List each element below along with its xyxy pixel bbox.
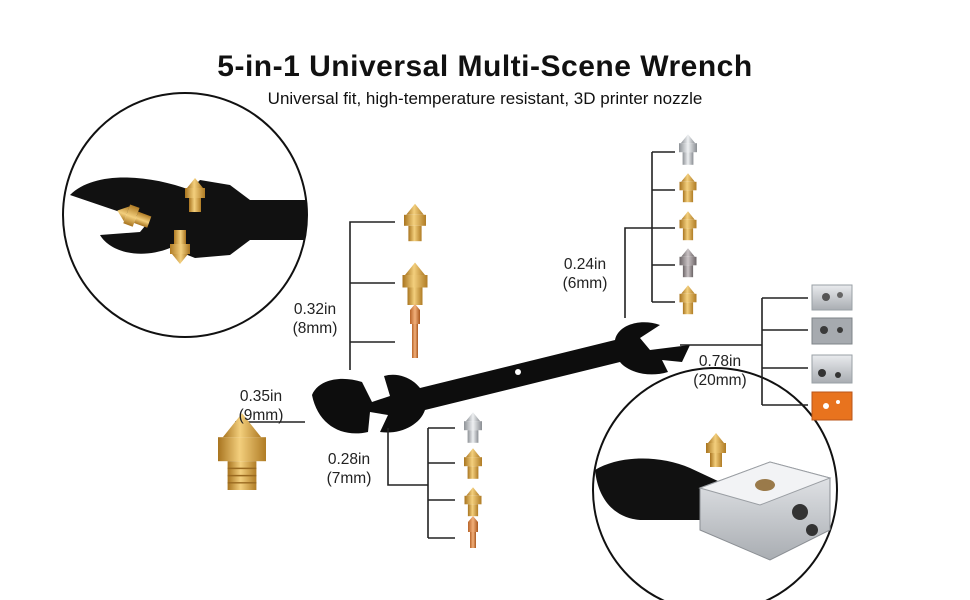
size-label-9mm-mm: (9mm) [238,407,284,424]
nozzle-group-8mm [402,203,428,358]
zoom-circle-right [592,367,838,600]
page-title: 5-in-1 Universal Multi-Scene Wrench [217,50,753,83]
size-label-8mm: 0.32in (8mm) [282,300,348,338]
size-label-9mm: 0.35in (9mm) [228,387,294,425]
size-label-8mm-inch: 0.32in [293,301,337,318]
size-label-20mm-mm: (20mm) [693,372,747,389]
nozzle-group-7mm [464,412,482,548]
size-label-7mm-mm: (7mm) [326,470,372,487]
size-label-20mm: 0.78in (20mm) [682,352,758,390]
heater-block-group-20mm [811,284,853,421]
size-label-6mm: 0.24in (6mm) [552,255,618,293]
size-label-7mm-inch: 0.28in [327,451,371,468]
bracket-lines [235,151,808,539]
size-label-8mm-mm: (8mm) [292,320,338,337]
wrench [312,322,690,434]
nozzle-group-6mm [679,134,697,315]
size-label-20mm-inch: 0.78in [698,353,742,370]
size-label-6mm-mm: (6mm) [562,275,608,292]
zoom-circle-left [62,92,308,338]
page-subtitle: Universal fit, high-temperature resistan… [267,89,703,108]
nozzle-9mm [218,413,266,490]
size-label-6mm-inch: 0.24in [563,256,607,273]
size-label-7mm: 0.28in (7mm) [316,450,382,488]
size-label-9mm-inch: 0.35in [239,388,283,405]
